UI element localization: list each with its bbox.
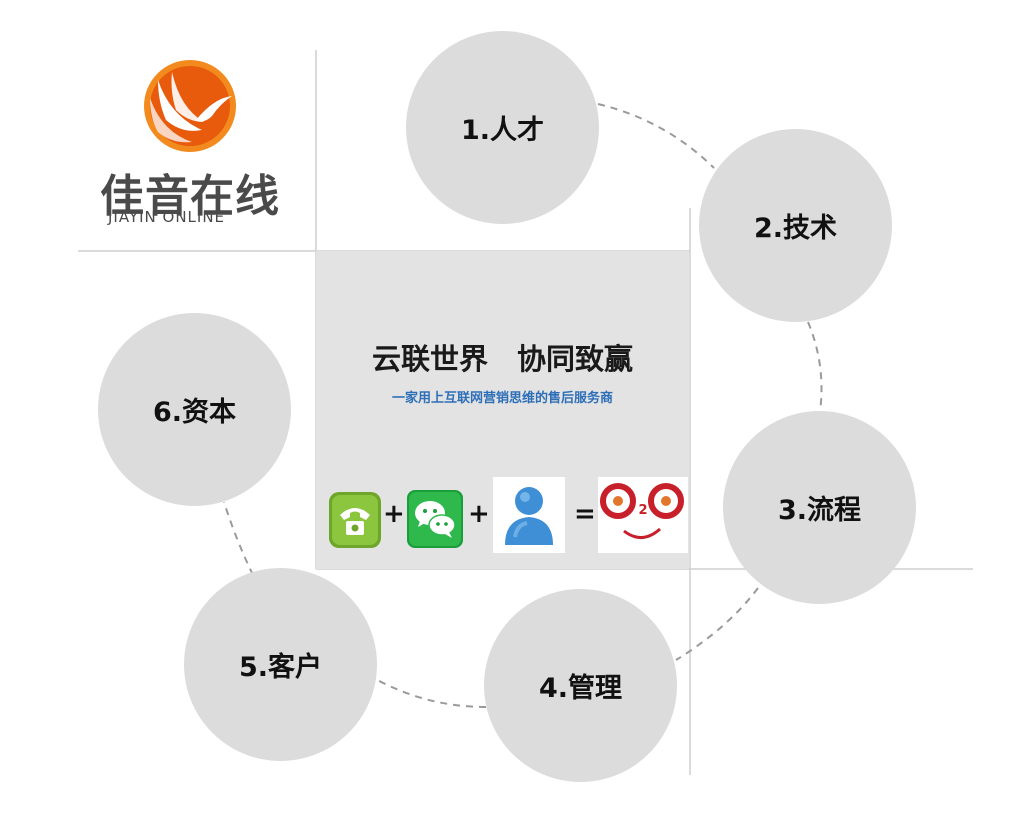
node-customer: 5.客户 bbox=[184, 568, 377, 761]
node-label: 5.客户 bbox=[238, 652, 323, 683]
user-icon bbox=[493, 477, 565, 553]
dashed-ring bbox=[223, 103, 823, 708]
node-label: 2.技术 bbox=[753, 213, 838, 244]
logo-name-en: JIAYIN ONLINE bbox=[108, 208, 226, 226]
ring-segment-1-2 bbox=[597, 103, 715, 169]
bird-logo-icon bbox=[144, 60, 236, 152]
o2o-number: 2 bbox=[638, 503, 648, 518]
equals-operator: = bbox=[574, 499, 596, 529]
node-label: 3.流程 bbox=[777, 495, 862, 526]
node-technology: 2.技术 bbox=[699, 129, 892, 322]
center-subtitle: 一家用上互联网营销思维的售后服务商 bbox=[391, 391, 613, 406]
node-capital: 6.资本 bbox=[98, 313, 291, 506]
wechat-icon bbox=[407, 490, 463, 548]
logo: 佳音在线 JIAYIN ONLINE bbox=[92, 58, 292, 228]
ring-segment-5-6 bbox=[223, 501, 254, 576]
node-talent: 1.人才 bbox=[406, 31, 599, 224]
phone-icon bbox=[329, 492, 381, 548]
logo-name-cn: 佳音在线 bbox=[100, 171, 280, 222]
plus-operator-1: + bbox=[383, 499, 405, 529]
node-management: 4.管理 bbox=[484, 589, 677, 782]
center-panel: 云联世界 协同致赢 一家用上互联网营销思维的售后服务商 + + bbox=[316, 251, 689, 569]
equation-row: + + = bbox=[328, 477, 688, 553]
ring-segment-2-3 bbox=[807, 321, 823, 413]
ring-segment-4-5 bbox=[371, 676, 487, 708]
node-label: 1.人才 bbox=[460, 115, 545, 146]
node-label: 4.管理 bbox=[538, 673, 623, 704]
o2o-graphic bbox=[598, 477, 688, 553]
node-label: 6.资本 bbox=[152, 397, 237, 428]
node-process: 3.流程 bbox=[723, 411, 916, 604]
center-title: 云联世界 协同致赢 bbox=[371, 342, 633, 376]
ring-segment-3-4 bbox=[675, 587, 759, 661]
o2o-icon: 2 bbox=[598, 477, 688, 553]
plus-operator-2: + bbox=[468, 499, 490, 529]
